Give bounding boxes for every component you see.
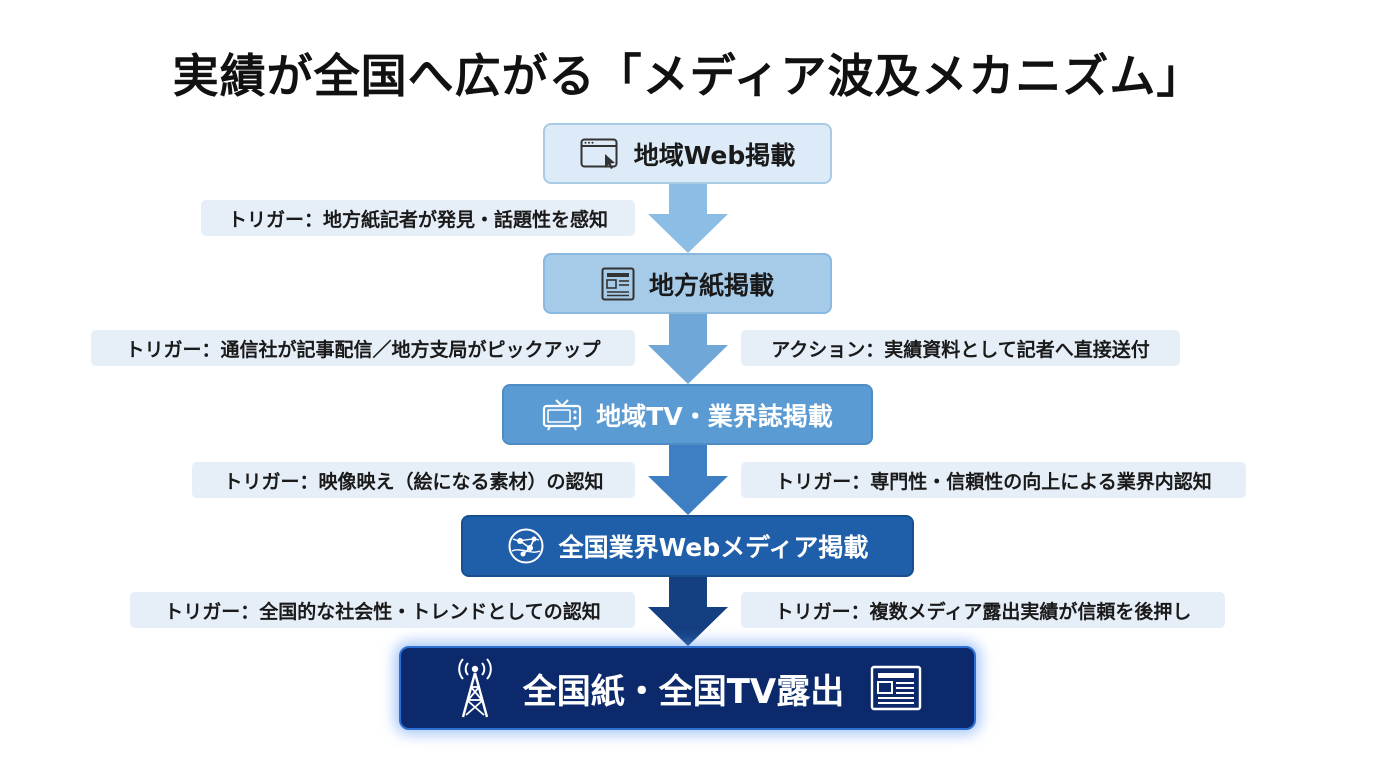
stage-label: 地域Web掲載 <box>633 140 796 170</box>
trigger-note: トリガー：通信社が記事配信／地方支局がピックアップ <box>91 330 635 366</box>
network-globe-icon <box>507 527 545 565</box>
trigger-note: トリガー：全国的な社会性・トレンドとしての認知 <box>130 592 635 628</box>
flow-arrow-2 <box>648 314 728 384</box>
stage-label: 地域TV・業界誌掲載 <box>596 401 833 431</box>
newspaper-icon <box>601 267 635 301</box>
trigger-note: トリガー：複数メディア露出実績が信頼を後押し <box>741 592 1225 628</box>
trigger-note: トリガー：映像映え（絵になる素材）の認知 <box>192 462 635 498</box>
trigger-note: トリガー：専門性・信頼性の向上による業界内認知 <box>741 462 1246 498</box>
tv-icon <box>542 398 582 432</box>
stage-national-paper-tv: 全国紙・全国TV露出 <box>399 646 976 730</box>
flow-arrow-4 <box>648 577 728 646</box>
flow-arrow-1 <box>648 184 728 253</box>
action-note: アクション：実績資料として記者へ直接送付 <box>741 330 1180 366</box>
broadcast-tower-icon <box>453 657 497 719</box>
trigger-note: トリガー：地方紙記者が発見・話題性を感知 <box>201 200 635 236</box>
stage-label: 地方紙掲載 <box>648 270 774 300</box>
stage-local-newspaper: 地方紙掲載 <box>543 253 832 314</box>
page-title: 実績が全国へ広がる「メディア波及メカニズム」 <box>172 49 1204 103</box>
stage-national-trade-web: 全国業界Webメディア掲載 <box>461 515 914 577</box>
stage-regional-web: 地域Web掲載 <box>543 123 832 184</box>
flow-arrow-3 <box>648 445 728 515</box>
stage-label: 全国業界Webメディア掲載 <box>558 533 869 562</box>
stage-label: 全国紙・全国TV露出 <box>522 671 845 712</box>
newspaper-icon <box>870 665 922 711</box>
browser-window-icon <box>580 138 620 170</box>
stage-regional-tv-trade: 地域TV・業界誌掲載 <box>502 384 873 445</box>
